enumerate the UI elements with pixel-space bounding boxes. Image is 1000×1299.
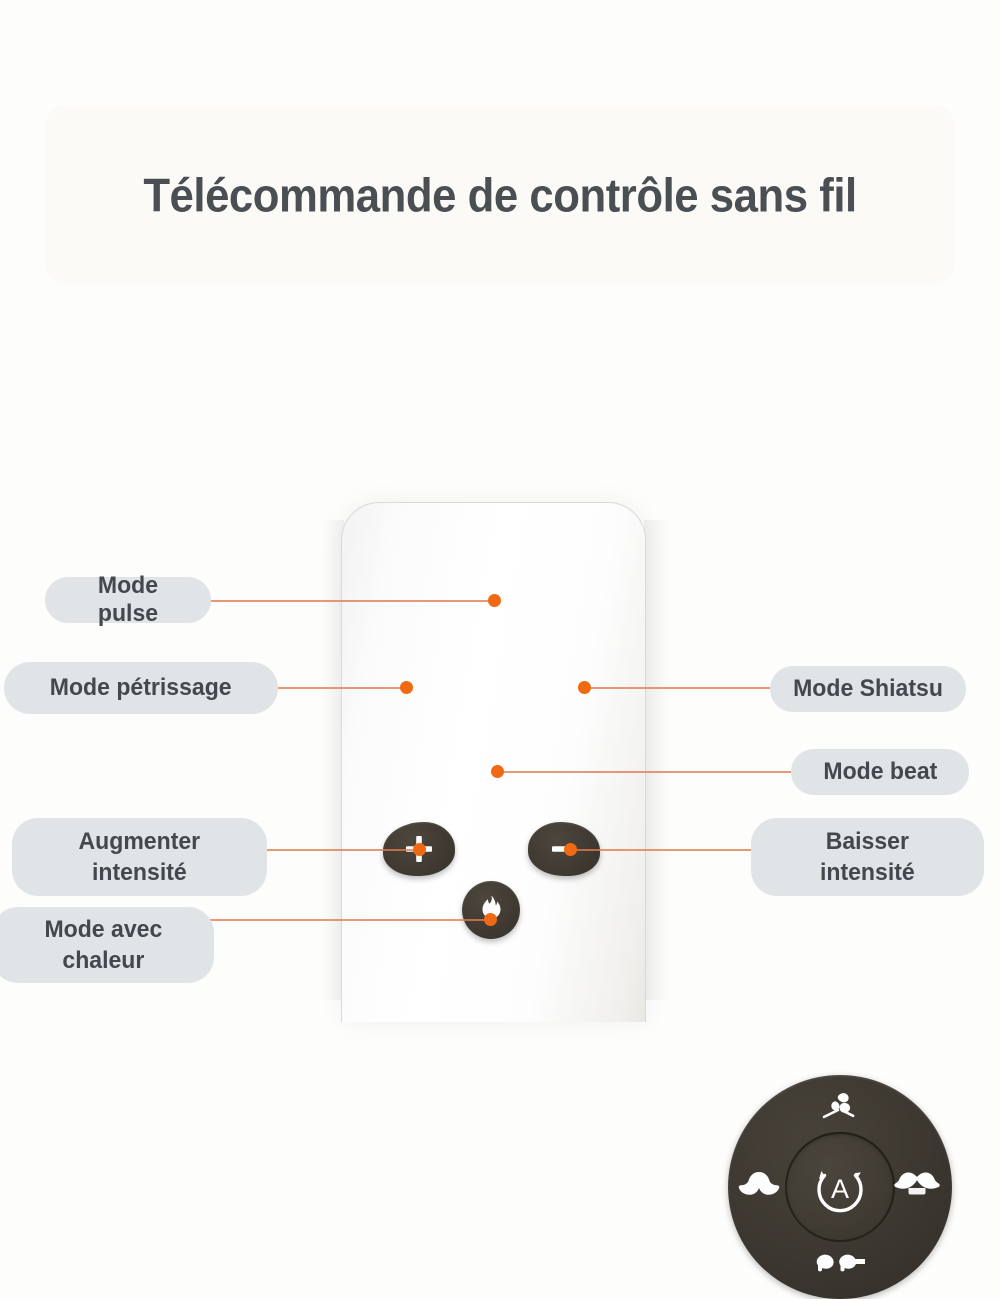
beat-fists-icon: [816, 1254, 865, 1272]
leader-line-baisser: [570, 849, 756, 851]
kneading-mode-button[interactable]: [736, 1169, 782, 1208]
title-card: Télécommande de contrôle sans fil: [45, 105, 955, 285]
leader-line-beat: [498, 771, 794, 773]
callout-label-text: Mode pétrissage: [50, 673, 232, 701]
auto-mode-button[interactable]: A: [785, 1132, 895, 1242]
svg-text:A: A: [831, 1174, 849, 1204]
leader-dot-augmenter: [413, 843, 426, 856]
callout-label-line2: intensité: [820, 859, 915, 886]
callout-label-text: Mode beat: [823, 757, 937, 785]
flame-icon: [482, 895, 501, 919]
auto-circle-arrow-a-icon: A: [817, 1171, 863, 1213]
leader-line-petrissage: [277, 687, 407, 689]
callout-label-shiatsu[interactable]: Mode Shiatsu: [770, 666, 966, 712]
pulse-hand-icon: [822, 1093, 855, 1119]
callout-label-text: Mode pulse: [97, 571, 159, 627]
leader-line-shiatsu: [585, 687, 775, 689]
pulse-mode-button[interactable]: [820, 1089, 860, 1130]
leader-line-pulse: [210, 600, 495, 602]
leader-dot-beat: [491, 765, 504, 778]
heat-mode-button[interactable]: [462, 881, 520, 939]
callout-label-line2: intensité: [92, 859, 187, 886]
callout-label-beat[interactable]: Mode beat: [791, 749, 969, 795]
shiatsu-hands-icon: [894, 1172, 940, 1195]
shiatsu-mode-button[interactable]: [894, 1169, 940, 1208]
callout-label-baisser[interactable]: Baisser intensité: [751, 818, 984, 896]
leader-line-augmenter: [263, 849, 420, 851]
leader-dot-petrissage: [400, 681, 413, 694]
callout-label-chaleur[interactable]: Mode avec chaleur: [0, 907, 214, 983]
leader-dot-baisser: [564, 843, 577, 856]
callout-label-line1: Mode avec: [44, 915, 162, 943]
beat-mode-button[interactable]: [814, 1251, 868, 1286]
callout-label-line2: chaleur: [62, 947, 144, 974]
leader-dot-chaleur: [484, 913, 497, 926]
callout-label-petrissage[interactable]: Mode pétrissage: [4, 662, 278, 714]
leader-dot-pulse: [488, 594, 501, 607]
callout-label-pulse[interactable]: Mode pulse: [45, 572, 211, 627]
kneading-hands-icon: [738, 1172, 780, 1195]
callout-label-line1: Baisser: [825, 827, 910, 855]
control-pad: A: [728, 1075, 952, 1299]
wireless-remote-control: A: [341, 502, 952, 1299]
leader-dot-shiatsu: [578, 681, 591, 694]
leader-line-chaleur: [208, 919, 491, 921]
callout-label-line1: Augmenter: [78, 827, 201, 855]
remote-shadow-right: [644, 520, 670, 1000]
callout-label-augmenter[interactable]: Augmenter intensité: [12, 818, 267, 896]
page-title: Télécommande de contrôle sans fil: [143, 168, 857, 222]
callout-label-text: Mode Shiatsu: [793, 674, 943, 702]
